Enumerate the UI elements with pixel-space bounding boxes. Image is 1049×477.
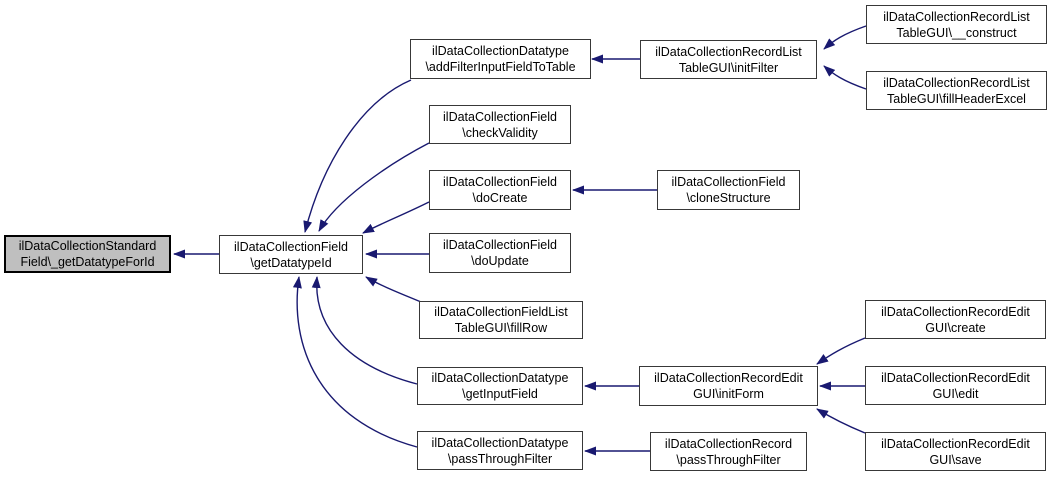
node-label: GUI\create	[925, 320, 986, 335]
node-label: ilDataCollectionRecordEdit	[881, 370, 1030, 385]
node-label: ilDataCollectionField	[443, 109, 557, 124]
node-label: \getDatatypeId	[250, 255, 332, 270]
node-record-passthroughfilter[interactable]: ilDataCollectionRecord \passThroughFilte…	[650, 432, 807, 471]
node-label: \passThroughFilter	[447, 451, 553, 466]
node-label: ilDataCollectionField	[443, 175, 557, 189]
node-save[interactable]: ilDataCollectionRecordEdit GUI\save	[865, 432, 1046, 471]
node-label: ilDataCollectionField	[234, 239, 348, 254]
node-label: ilDataCollectionDatatype	[431, 435, 569, 450]
node-label: \getInputField	[462, 387, 538, 401]
node-getdatatypeforid: ilDataCollectionStandard Field\_getDatat…	[4, 235, 171, 273]
node-label: TableGUI\__construct	[896, 25, 1017, 40]
node-create[interactable]: ilDataCollectionRecordEdit GUI\create	[865, 300, 1046, 339]
node-label: ilDataCollectionStandard	[18, 239, 157, 253]
node-datatype-passthroughfilter[interactable]: ilDataCollectionDatatype \passThroughFil…	[417, 431, 583, 470]
node-getdatatypeid[interactable]: ilDataCollectionField \getDatatypeId	[219, 235, 363, 274]
edge-getinputfield-to-getdatatypeid	[311, 276, 418, 385]
node-label: \doCreate	[472, 191, 528, 205]
node-addfilterinputfieldtotable[interactable]: ilDataCollectionDatatype \addFilterInput…	[410, 39, 591, 79]
node-label: TableGUI\initFilter	[678, 60, 779, 75]
node-label: GUI\edit	[932, 386, 979, 401]
edge-addfilterinputfieldtotable-to-getdatatypeid	[303, 79, 412, 233]
edge-fillrow-to-getdatatypeid	[365, 276, 422, 303]
node-label: ilDataCollectionDatatype	[432, 44, 569, 58]
node-label: GUI\initForm	[693, 387, 764, 401]
edge-datatype-passthroughfilter-to-getdatatypeid	[292, 276, 418, 448]
node-checkvalidity[interactable]: ilDataCollectionField \checkValidity	[429, 105, 571, 144]
node-label: ilDataCollectionRecordList	[883, 9, 1030, 24]
node-label: ilDataCollectionRecordList	[655, 44, 802, 59]
node-label: ilDataCollectionFieldList	[434, 305, 568, 319]
node-label: \doUpdate	[471, 254, 529, 268]
node-initform[interactable]: ilDataCollectionRecordEdit GUI\initForm	[639, 366, 818, 406]
edge-docreate-to-getdatatypeid	[362, 201, 430, 234]
node-label: \addFilterInputFieldToTable	[425, 60, 576, 74]
edge-checkvalidity-to-getdatatypeid	[318, 142, 430, 232]
node-fillheaderexcel[interactable]: ilDataCollectionRecordList TableGUI\fill…	[866, 71, 1047, 110]
node-label: TableGUI\fillHeaderExcel	[887, 91, 1026, 106]
node-label: \cloneStructure	[686, 191, 771, 205]
node-label: ilDataCollectionField	[443, 238, 557, 252]
node-docreate[interactable]: ilDataCollectionField \doCreate	[429, 170, 571, 210]
node-construct[interactable]: ilDataCollectionRecordList TableGUI\__co…	[866, 5, 1047, 44]
node-fillrow[interactable]: ilDataCollectionFieldList TableGUI\fillR…	[419, 301, 583, 339]
node-label: Field\_getDatatypeForId	[20, 255, 155, 269]
node-label: ilDataCollectionRecordEdit	[654, 371, 803, 385]
node-label: \checkValidity	[462, 125, 538, 140]
node-label: ilDataCollectionRecordEdit	[881, 304, 1030, 319]
node-getinputfield[interactable]: ilDataCollectionDatatype \getInputField	[417, 367, 583, 405]
node-label: ilDataCollectionDatatype	[431, 371, 569, 385]
edge-construct-to-initfilter	[823, 25, 867, 50]
node-doupdate[interactable]: ilDataCollectionField \doUpdate	[429, 233, 571, 273]
edge-fillheaderexcel-to-initfilter	[823, 65, 867, 90]
node-label: TableGUI\fillRow	[454, 321, 548, 335]
node-initfilter[interactable]: ilDataCollectionRecordList TableGUI\init…	[640, 40, 817, 79]
edge-save-to-initform	[816, 408, 866, 434]
node-label: ilDataCollectionRecordEdit	[881, 436, 1030, 451]
node-label: \passThroughFilter	[676, 452, 781, 467]
edge-create-to-initform	[816, 337, 866, 365]
node-label: ilDataCollectionRecord	[664, 436, 793, 451]
node-edit[interactable]: ilDataCollectionRecordEdit GUI\edit	[865, 366, 1046, 405]
node-clonestructure[interactable]: ilDataCollectionField \cloneStructure	[657, 170, 800, 210]
node-label: ilDataCollectionRecordList	[883, 75, 1030, 90]
node-label: GUI\save	[929, 452, 982, 467]
node-label: ilDataCollectionField	[671, 175, 786, 189]
